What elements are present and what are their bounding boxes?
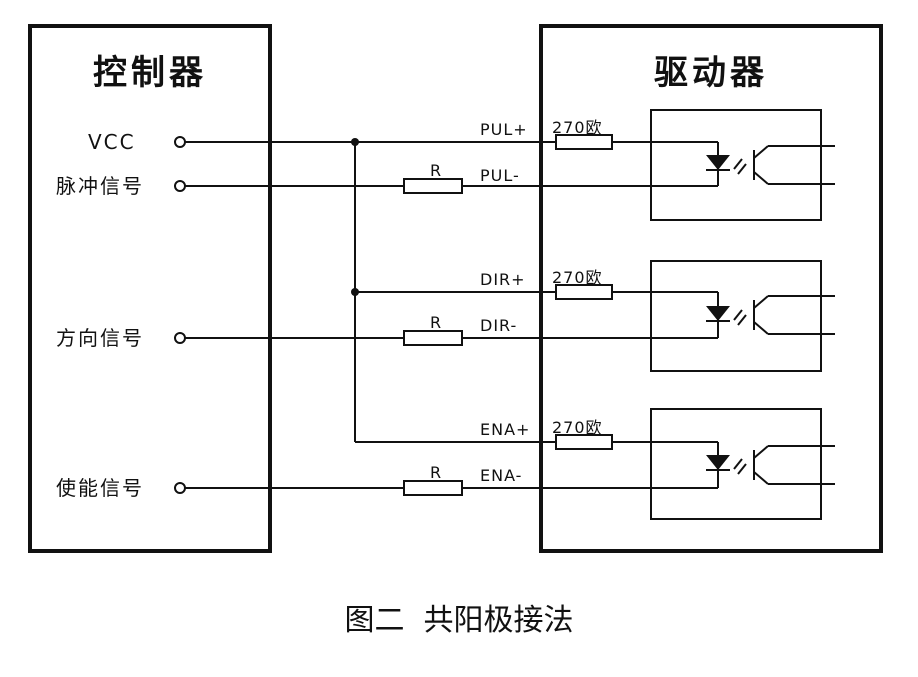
- ena-optocoupler-box: [650, 408, 822, 520]
- ena-led-icon: [706, 455, 730, 470]
- controller-box: [28, 24, 272, 553]
- pul-external-resistor-label: R: [430, 161, 442, 180]
- pulse-terminal: [174, 180, 186, 192]
- ena-internal-resistor: [555, 434, 613, 450]
- pul-led-icon: [706, 155, 730, 170]
- dir-internal-resistor: [555, 284, 613, 300]
- pul-minus-label: PUL-: [480, 166, 520, 185]
- wire: [753, 445, 769, 459]
- enable-signal-label: 使能信号: [56, 476, 144, 500]
- wire: [753, 171, 769, 185]
- vcc-terminal: [174, 136, 186, 148]
- wire: [733, 309, 743, 321]
- wire: [737, 314, 747, 326]
- pul-plus-label: PUL+: [480, 120, 528, 139]
- ena-external-resistor-label: R: [430, 463, 442, 482]
- ena-internal-resistor-label: 270欧: [552, 418, 603, 437]
- dir-optocoupler-box: [650, 260, 822, 372]
- wire: [753, 321, 769, 335]
- dir-internal-resistor-label: 270欧: [552, 268, 603, 287]
- driver-title: 驱动器: [654, 53, 768, 93]
- ena-external-resistor: [403, 480, 463, 496]
- pul-optocoupler-box: [650, 109, 822, 221]
- direction-terminal: [174, 332, 186, 344]
- channel-dir: DIR+ 270欧 R DIR-: [185, 260, 835, 372]
- pul-internal-resistor: [555, 134, 613, 150]
- figure-caption: 图二 共阳极接法: [344, 603, 573, 638]
- pul-internal-resistor-label: 270欧: [552, 118, 603, 137]
- pul-external-resistor: [403, 178, 463, 194]
- controller-title: 控制器: [93, 53, 207, 93]
- dir-plus-label: DIR+: [480, 270, 526, 289]
- ena-minus-label: ENA-: [480, 466, 522, 485]
- junction-dot: [351, 138, 359, 146]
- wire: [737, 463, 747, 475]
- direction-signal-label: 方向信号: [56, 326, 144, 350]
- wire: [753, 145, 769, 159]
- dir-led-icon: [706, 306, 730, 321]
- enable-terminal: [174, 482, 186, 494]
- dir-minus-label: DIR-: [480, 316, 517, 335]
- driver-box: [539, 24, 883, 553]
- dir-external-resistor-label: R: [430, 313, 442, 332]
- wire: [733, 458, 743, 470]
- wire: [737, 163, 747, 175]
- channel-ena: ENA+ 270欧 R ENA-: [185, 408, 835, 520]
- wire: [753, 471, 769, 485]
- pulse-signal-label: 脉冲信号: [56, 174, 144, 198]
- vcc-label: VCC: [88, 130, 136, 154]
- dir-external-resistor: [403, 330, 463, 346]
- wire: [753, 295, 769, 309]
- ena-plus-label: ENA+: [480, 420, 530, 439]
- wire: [733, 158, 743, 170]
- channel-pul: PUL+ 270欧 R PUL-: [185, 109, 835, 221]
